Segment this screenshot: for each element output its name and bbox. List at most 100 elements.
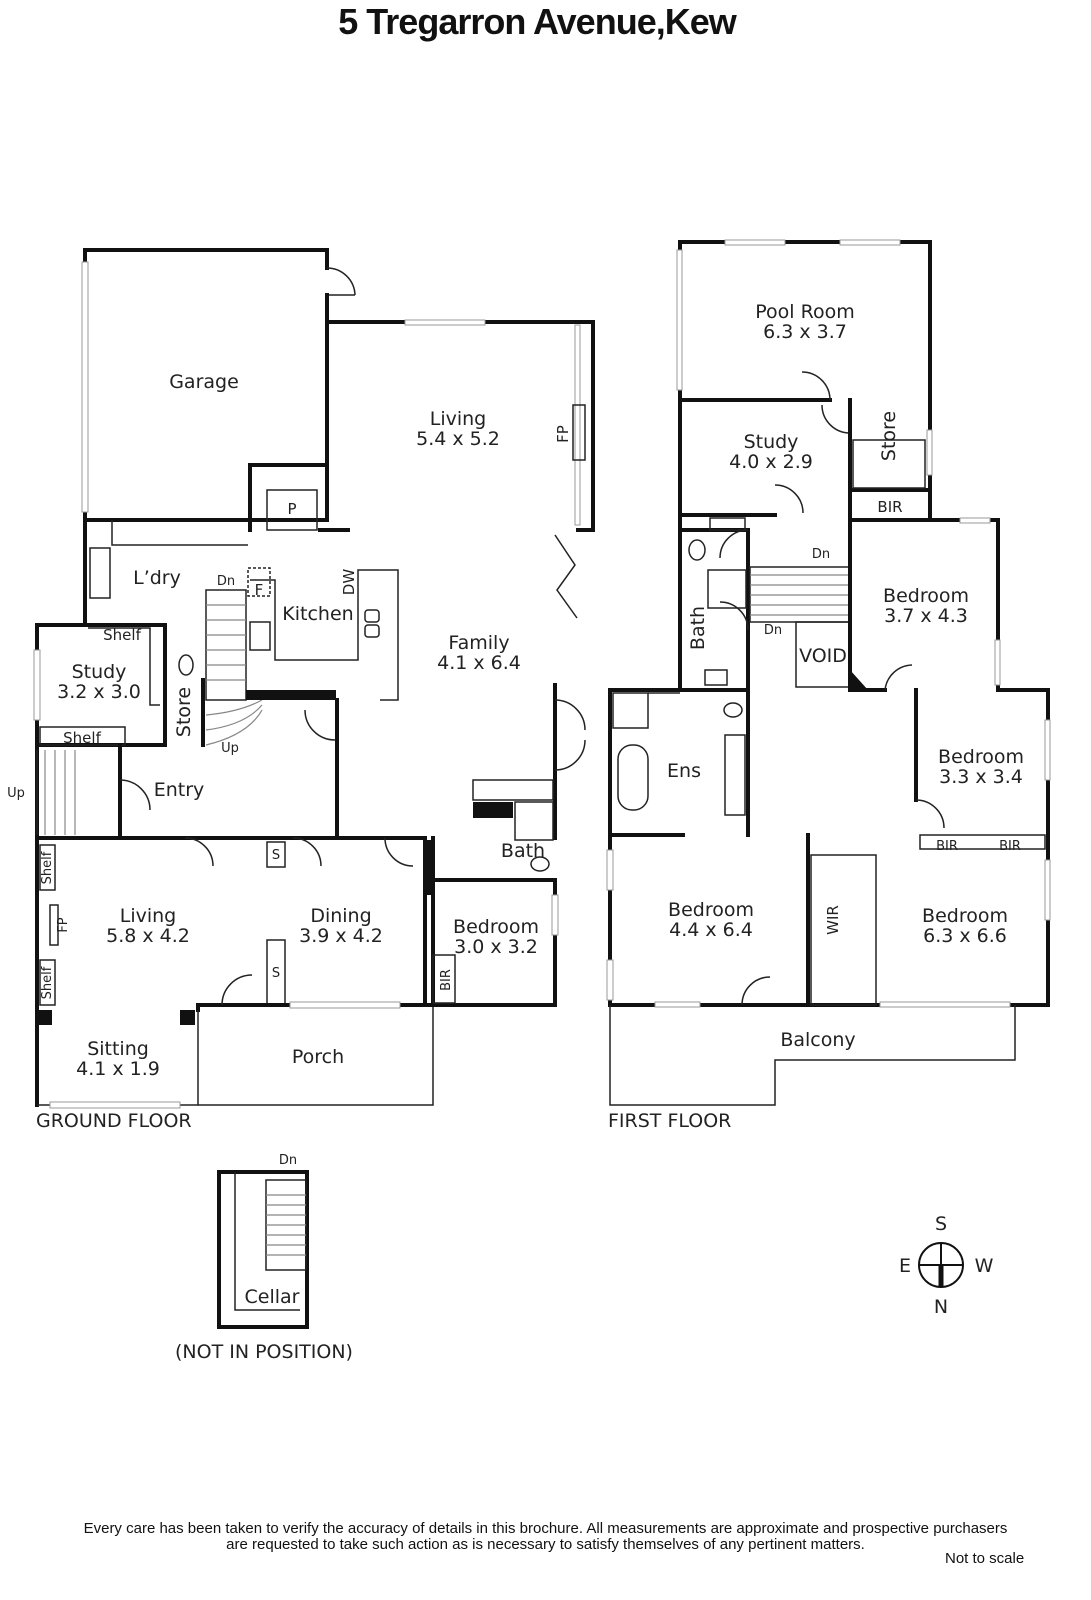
room-label-bedroom-4: Bedroom [922, 905, 1008, 927]
window [994, 639, 1001, 686]
door [741, 976, 771, 1006]
shelf [39, 959, 56, 1006]
wall [248, 320, 329, 522]
room-label-study: Study [744, 431, 799, 453]
kitchen-bench [250, 569, 399, 701]
shower [707, 569, 747, 609]
room-label-bedroom-3: Bedroom [668, 899, 754, 921]
room-dims-bedroom-3: 4.4 x 6.4 [669, 919, 753, 941]
door [884, 664, 913, 691]
compass-icon: S E W N [899, 1213, 994, 1318]
window [879, 1001, 1011, 1008]
room-label-bedroom-1: Bedroom [883, 585, 969, 607]
room-dims-study: 3.2 x 3.0 [57, 681, 141, 703]
pillar [180, 1010, 195, 1025]
door [915, 799, 945, 829]
pillar [37, 1010, 52, 1025]
cellar-inner [234, 1172, 300, 1311]
vanity [724, 734, 746, 816]
living-walls [325, 293, 595, 532]
bir [432, 954, 456, 1004]
room-label-store: Store [878, 411, 900, 461]
compass-north: N [934, 1296, 948, 1318]
ground-floor-label: GROUND FLOOR [36, 1110, 192, 1132]
fireplace-label: FP [554, 425, 572, 443]
steps-up-label: Up [7, 786, 25, 801]
bir-label: BIR [936, 839, 958, 854]
ground-floor-plan: Garage Living 5.4 x 5.2 FP P L’dry Dn F … [7, 248, 595, 1132]
sliding-door [266, 841, 286, 868]
room-dims-bedroom: 3.0 x 3.2 [454, 936, 538, 958]
room-label-entry: Entry [154, 779, 205, 801]
compass-west: W [975, 1255, 994, 1277]
door [326, 267, 356, 296]
window [289, 1001, 401, 1009]
doors [719, 529, 749, 631]
shelf [39, 844, 56, 891]
room-label-ensuite: Ens [667, 760, 701, 782]
toilet-icon [530, 856, 550, 872]
stairs-down-label: Dn [764, 623, 782, 638]
bifold-door [554, 534, 578, 619]
scale-note: Not to scale [945, 1550, 1025, 1567]
room-label-porch: Porch [292, 1046, 344, 1068]
fridge-label: F [255, 581, 264, 599]
external-steps [44, 750, 76, 835]
room-label-dining: Dining [310, 905, 371, 927]
stair-treads [266, 1194, 306, 1256]
window [676, 249, 683, 391]
winder-stairs [205, 699, 263, 746]
stair-treads [206, 604, 246, 681]
stairs-down-label: Dn [279, 1153, 297, 1168]
room-dims-sitting: 4.1 x 1.9 [76, 1058, 160, 1080]
stairs-up-label: Up [221, 741, 239, 756]
room-dims-bedroom-1: 3.7 x 4.3 [884, 605, 968, 627]
window [1044, 859, 1051, 921]
doors [184, 837, 414, 867]
balcony-outline [609, 1005, 1016, 1106]
bench [111, 520, 248, 546]
room-dims-dining: 3.9 x 4.2 [299, 925, 383, 947]
compass-east: E [899, 1255, 911, 1277]
room-label-store: Store [173, 687, 195, 737]
shelf [39, 726, 126, 746]
shower [514, 801, 554, 841]
room-dims-family: 4.1 x 6.4 [437, 652, 521, 674]
fireplace-label: FP [56, 917, 71, 932]
cooktop [249, 621, 271, 651]
fireplace [49, 904, 59, 946]
shelf [88, 627, 160, 706]
wall [425, 840, 435, 895]
cellar-walls [217, 1170, 309, 1329]
shower [612, 692, 649, 729]
room-label-pool-room: Pool Room [755, 301, 854, 323]
window [724, 239, 786, 246]
room-label-bedroom: Bedroom [453, 916, 539, 938]
room-dims-pool-room: 6.3 x 3.7 [763, 321, 847, 343]
shelf-label: Shelf [40, 966, 55, 999]
wall [850, 670, 868, 690]
french-doors [554, 699, 586, 771]
wall [848, 518, 887, 692]
room-dims-study: 4.0 x 2.9 [729, 451, 813, 473]
bir-label: BIR [439, 969, 454, 991]
laundry-tubs [89, 547, 111, 599]
store-shelf [852, 439, 926, 489]
window [404, 319, 486, 326]
door [119, 779, 151, 811]
window [606, 959, 614, 1001]
stairs-down-label: Dn [217, 574, 235, 589]
window [606, 849, 614, 891]
wall [431, 836, 557, 1007]
stair-treads [750, 574, 850, 616]
compass-south: S [935, 1213, 947, 1235]
room-label-kitchen: Kitchen [282, 603, 353, 625]
shelf-label: Shelf [40, 851, 55, 884]
vanity [709, 517, 746, 531]
room-label-family: Family [448, 632, 509, 654]
toilet-icon [688, 539, 706, 561]
door [221, 974, 253, 1006]
window [551, 894, 559, 936]
room-label-wir: WIR [824, 905, 842, 935]
